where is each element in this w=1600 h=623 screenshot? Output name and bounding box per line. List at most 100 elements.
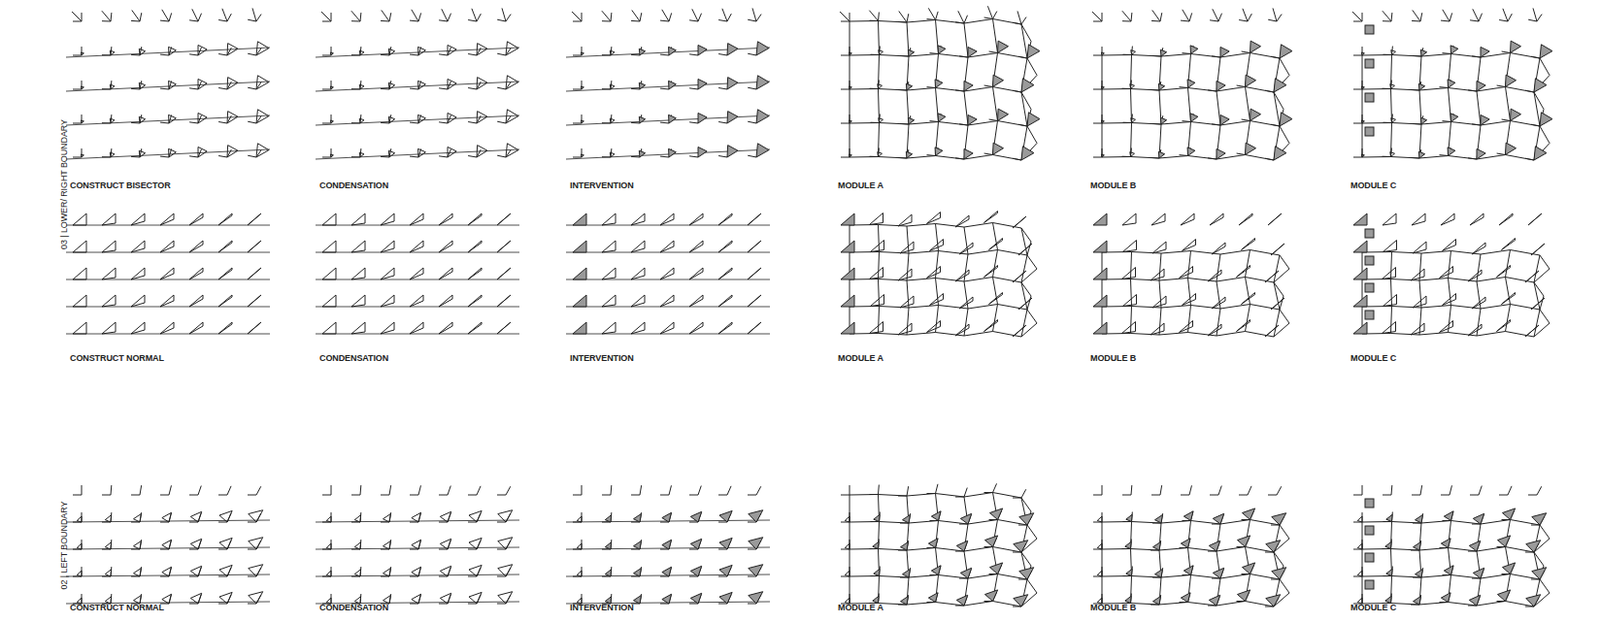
pattern-stroke — [900, 296, 914, 308]
pattern-stroke — [168, 80, 177, 90]
pattern-stroke — [219, 592, 233, 604]
module-square — [1365, 283, 1374, 293]
pattern-stroke — [322, 267, 336, 280]
pattern-stroke — [162, 512, 172, 523]
pattern-stroke — [927, 484, 938, 495]
pattern-stroke — [964, 497, 968, 606]
pattern-stroke — [964, 227, 968, 336]
pattern-stroke — [898, 595, 909, 605]
pattern-stroke — [633, 540, 642, 550]
guide-line — [566, 81, 770, 92]
pattern-stroke — [1448, 521, 1452, 603]
guide-line — [66, 333, 270, 335]
guide-line — [315, 149, 520, 160]
pattern-stroke — [930, 511, 941, 522]
pattern-panel — [1353, 485, 1550, 607]
pattern-stroke — [1150, 595, 1162, 605]
pattern-stroke — [447, 146, 457, 158]
pattern-stroke — [869, 213, 884, 226]
pattern-stroke — [928, 593, 938, 603]
pattern-stroke — [330, 86, 334, 90]
pattern-stroke — [1093, 594, 1102, 604]
pattern-stroke — [1100, 86, 1104, 90]
pattern-stroke — [1476, 254, 1481, 336]
pattern-stroke — [1180, 538, 1191, 549]
pattern-stroke — [878, 118, 884, 124]
pattern-stroke — [601, 213, 616, 226]
pattern-stroke — [698, 44, 707, 56]
pattern-stroke — [409, 114, 422, 124]
pattern-stroke — [256, 143, 269, 158]
pattern-stroke — [1499, 486, 1512, 496]
pattern-stroke — [351, 512, 362, 523]
pattern-stroke — [748, 537, 764, 550]
pattern-stroke — [984, 211, 999, 224]
pattern-stroke — [660, 267, 674, 280]
pattern-stroke — [101, 295, 116, 307]
pattern-stroke — [756, 75, 769, 90]
guide-line — [66, 115, 270, 126]
pattern-stroke — [189, 267, 203, 280]
pattern-stroke — [409, 213, 424, 226]
pattern-stroke — [72, 485, 82, 496]
pattern-stroke — [438, 322, 453, 334]
pattern-stroke — [1237, 535, 1251, 548]
pattern-stroke — [1216, 254, 1221, 336]
pattern-stroke — [1238, 486, 1252, 496]
pattern-stroke — [869, 485, 880, 496]
pattern-stroke — [101, 213, 116, 226]
pattern-stroke — [1131, 55, 1133, 158]
pattern-stroke — [1271, 567, 1287, 580]
pattern-stroke — [322, 114, 332, 124]
pattern-stroke — [1093, 213, 1107, 226]
pattern-stroke — [1361, 86, 1365, 90]
pattern-stroke — [1027, 44, 1040, 59]
pattern-stroke — [1391, 55, 1393, 158]
pattern-stroke — [1353, 114, 1363, 124]
pattern-stroke — [218, 240, 233, 253]
pattern-stroke — [168, 46, 177, 56]
pattern-stroke — [993, 74, 1004, 87]
pattern-stroke — [1212, 567, 1224, 579]
pattern-stroke — [1476, 524, 1481, 606]
pattern-stroke — [689, 486, 701, 496]
pattern-stroke — [109, 152, 115, 158]
pattern-stroke — [1207, 269, 1222, 282]
pattern-stroke — [1012, 270, 1027, 283]
pattern-panel — [566, 7, 770, 160]
panel-caption: INTERVENTION — [569, 353, 634, 365]
pattern-stroke — [131, 295, 145, 307]
guide-line — [315, 279, 520, 281]
pattern-stroke — [631, 512, 642, 523]
pattern-stroke — [133, 595, 142, 604]
pattern-stroke — [131, 213, 145, 226]
pattern-stroke — [609, 118, 615, 124]
pattern-stroke — [1383, 240, 1398, 253]
pattern-stroke — [660, 566, 671, 577]
pattern-stroke — [601, 295, 616, 307]
pattern-stroke — [411, 594, 422, 604]
guide-line — [66, 149, 270, 160]
pattern-stroke — [870, 240, 885, 253]
pattern-stroke — [1131, 118, 1136, 124]
pattern-stroke — [1439, 538, 1451, 549]
pattern-stroke — [1097, 570, 1102, 577]
pattern-stroke — [1220, 46, 1230, 58]
pattern-stroke — [198, 112, 207, 124]
pattern-stroke — [1123, 566, 1134, 577]
pattern-stroke — [1273, 58, 1290, 161]
pattern-stroke — [756, 109, 769, 124]
pattern-stroke — [1412, 513, 1424, 524]
pattern-stroke — [662, 512, 672, 523]
pattern-stroke — [468, 510, 482, 523]
pattern-stroke — [76, 543, 82, 550]
pattern-stroke — [380, 322, 395, 334]
pattern-stroke — [1180, 593, 1191, 603]
pattern-stroke — [1209, 213, 1224, 226]
pattern-stroke — [601, 539, 612, 550]
pattern-stroke — [984, 483, 998, 493]
pattern-stroke — [1122, 485, 1133, 496]
pattern-stroke — [1528, 486, 1542, 496]
pattern-stroke — [1412, 567, 1424, 578]
pattern-stroke — [1179, 538, 1191, 549]
